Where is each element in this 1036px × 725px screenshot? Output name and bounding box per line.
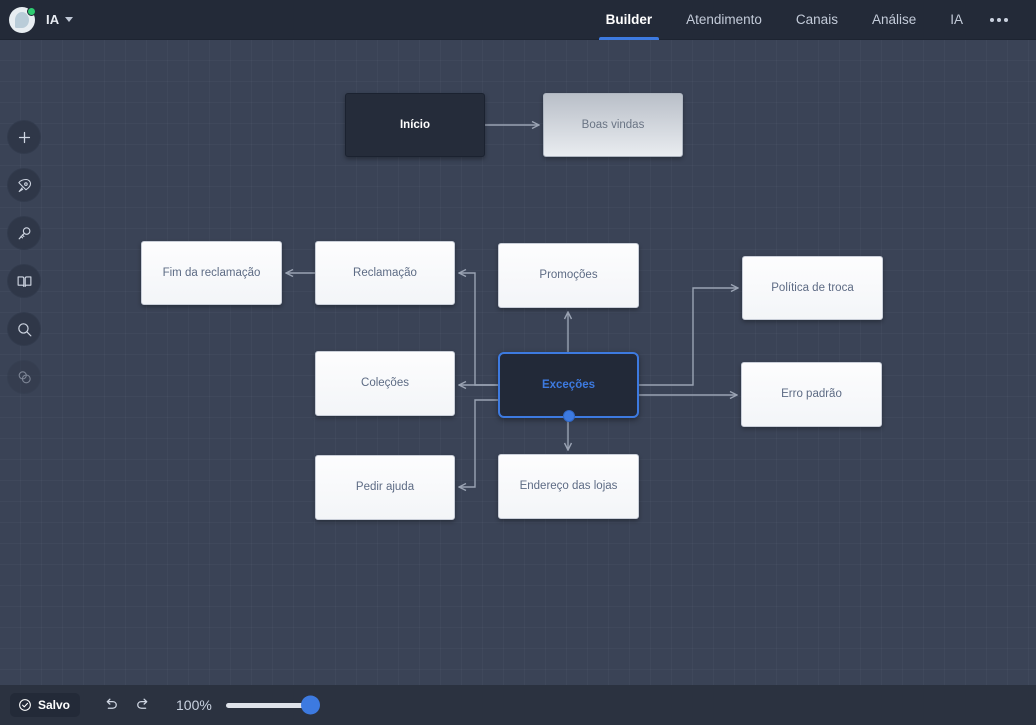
more-horizontal-icon[interactable] bbox=[980, 17, 1022, 22]
undo-icon bbox=[106, 698, 117, 709]
edge-excecoes-pedir bbox=[459, 399, 498, 487]
tab-canais[interactable]: Canais bbox=[795, 12, 838, 27]
redo-button[interactable] bbox=[130, 692, 156, 718]
edge-excecoes-reclamacao bbox=[459, 273, 498, 386]
history-controls bbox=[98, 692, 156, 718]
node-endereco-das-lojas[interactable]: Endereço das lojas bbox=[498, 454, 639, 519]
tab-builder[interactable]: Builder bbox=[589, 0, 670, 40]
node-excecoes-label: Exceções bbox=[541, 378, 596, 391]
flow-edges bbox=[0, 40, 1036, 725]
node-promocoes[interactable]: Promoções bbox=[498, 243, 639, 308]
node-inicio[interactable]: Início bbox=[345, 93, 485, 157]
online-status-dot bbox=[27, 6, 36, 16]
check-circle-icon bbox=[19, 699, 31, 711]
node-reclamacao[interactable]: Reclamação bbox=[315, 241, 455, 305]
zoom-slider[interactable] bbox=[226, 695, 321, 715]
undo-button[interactable] bbox=[98, 692, 124, 718]
zoom-level-label: 100% bbox=[176, 697, 212, 713]
chevron-down-icon[interactable] bbox=[65, 17, 74, 22]
main-nav: Builder Atendimento Canais Análise IA bbox=[589, 0, 1036, 40]
node-colecoes[interactable]: Coleções bbox=[315, 351, 455, 416]
tab-atendimento[interactable]: Atendimento bbox=[686, 12, 762, 27]
connection-handle[interactable] bbox=[562, 410, 575, 422]
node-boas-vindas[interactable]: Boas vindas bbox=[543, 93, 683, 157]
node-erro-padrao[interactable]: Erro padrão bbox=[741, 362, 882, 427]
node-fim-da-reclamacao[interactable]: Fim da reclamação bbox=[141, 241, 282, 305]
saved-label: Salvo bbox=[38, 698, 71, 712]
tab-analise[interactable]: Análise bbox=[871, 12, 917, 27]
status-badge[interactable]: Salvo bbox=[10, 693, 81, 717]
flow-canvas[interactable]: Início Boas vindas Fim da reclamação Rec… bbox=[0, 40, 1036, 725]
avatar bbox=[9, 6, 36, 33]
zoom-slider-thumb[interactable] bbox=[301, 695, 321, 715]
publish-button[interactable] bbox=[7, 168, 41, 202]
bottom-toolbar: Salvo 100% bbox=[0, 685, 1036, 725]
avatar-glyph-icon bbox=[15, 11, 29, 28]
brand-name: IA bbox=[46, 12, 60, 27]
redo-icon bbox=[137, 698, 148, 709]
conversations-button[interactable] bbox=[7, 360, 41, 394]
knowledge-base-button[interactable] bbox=[7, 264, 41, 298]
node-pedir-ajuda[interactable]: Pedir ajuda bbox=[315, 455, 455, 520]
top-navigation-bar: IA Builder Atendimento Canais Análise IA bbox=[0, 0, 1036, 40]
edge-excecoes-politica bbox=[639, 288, 738, 386]
node-excecoes[interactable]: Exceções bbox=[498, 352, 639, 422]
key-button[interactable] bbox=[7, 216, 41, 250]
add-node-button[interactable] bbox=[7, 120, 41, 154]
canvas-toolbar bbox=[7, 120, 41, 394]
search-button[interactable] bbox=[7, 312, 41, 346]
tab-ia[interactable]: IA bbox=[950, 12, 963, 27]
zoom-slider-track bbox=[226, 702, 317, 708]
node-politica-de-troca[interactable]: Política de troca bbox=[742, 256, 883, 320]
brand-menu[interactable]: IA bbox=[0, 6, 74, 33]
